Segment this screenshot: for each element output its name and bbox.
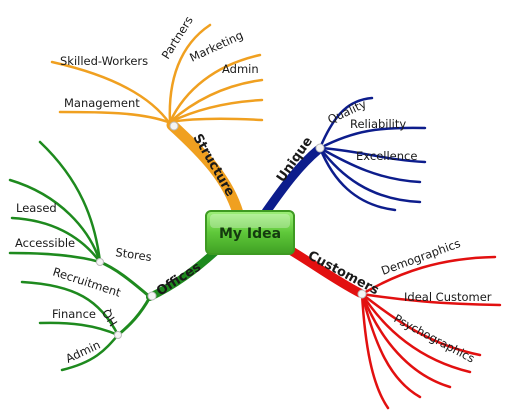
customers-sub-branch [360,292,452,389]
unique-sub-branch [318,146,422,204]
offices-node[interactable] [147,291,157,301]
customers-main-branch [285,245,365,298]
central-idea-highlight [210,214,290,228]
structure-sub-branch [50,60,172,126]
customers-sub-branch [360,292,390,410]
stores-child-accessible[interactable]: Accessible [15,236,75,250]
structure-sub-branch [168,23,212,124]
branch-unique: Unique Quality Reliability Excellence [261,96,427,217]
stores-child-leased[interactable]: Leased [16,201,57,215]
hq-child-finance[interactable]: Finance [52,307,96,321]
offices-hq-sub-branch [38,321,120,337]
offices-child-stores[interactable]: Stores [115,245,153,264]
unique-sub-branch [318,146,422,184]
customers-sub-branch [360,292,422,399]
central-idea-box[interactable] [205,210,295,255]
structure-child-skilled-workers[interactable]: Skilled-Workers [60,54,148,68]
offices-stores-node[interactable] [96,258,104,266]
structure-main-branch [166,119,244,219]
customers-child-demographics[interactable]: Demographics [379,236,462,278]
customers-node[interactable] [357,289,367,299]
offices-stores-sub-branch [38,140,102,264]
offices-stores-sub-branch [10,216,102,264]
structure-node[interactable] [169,121,179,131]
customers-sub-branch [360,255,497,296]
central-idea-node[interactable]: My Idea [205,210,295,255]
offices-stores-sub-branch [8,178,102,264]
structure-child-marketing[interactable]: Marketing [187,28,245,65]
customers-sub-branch [360,292,502,307]
hq-child-admin[interactable]: Admin [63,338,102,366]
offices-child-hq[interactable]: HQ [99,306,120,328]
structure-child-management[interactable]: Management [64,96,140,110]
structure-sub-branch [168,117,264,124]
offices-hq-node[interactable] [114,331,122,339]
unique-child-reliability[interactable]: Reliability [350,117,406,131]
offices-hq-sub-branch [20,280,120,337]
structure-child-admin[interactable]: Admin [222,62,259,76]
offices-main-branch [146,248,219,301]
structure-sub-branch [168,98,264,124]
offices-hq-branch [116,295,152,337]
offices-stores-sub-branch [8,251,102,264]
unique-sub-branch [318,146,397,212]
branch-structure: Structure Skilled-Workers Partners Marke… [50,14,264,219]
customers-sub-branch [360,292,482,357]
offices-hq-sub-branch [60,333,120,372]
customers-label[interactable]: Customers [305,248,381,298]
customers-sub-branch [360,292,472,374]
structure-label[interactable]: Structure [190,132,238,200]
structure-sub-branch [168,78,264,124]
unique-node[interactable] [315,143,325,153]
branch-offices: Offices Stores HQ Leased Accessible Recr… [8,140,219,372]
unique-sub-branch [318,96,374,150]
unique-sub-branch [318,126,427,150]
branch-customers: Customers Demographics Ideal Customer Ps… [285,236,502,410]
unique-main-branch [261,145,323,217]
structure-sub-branch [58,110,170,124]
customers-child-psychographics[interactable]: Psychographics [392,311,477,365]
unique-child-excellence[interactable]: Excellence [356,149,417,163]
customers-child-ideal-customer[interactable]: Ideal Customer [404,290,492,304]
offices-stores-branch [98,260,152,299]
structure-sub-branch [168,53,262,124]
offices-label[interactable]: Offices [154,260,204,300]
central-idea-label[interactable]: My Idea [219,226,281,242]
unique-sub-branch [318,146,427,164]
